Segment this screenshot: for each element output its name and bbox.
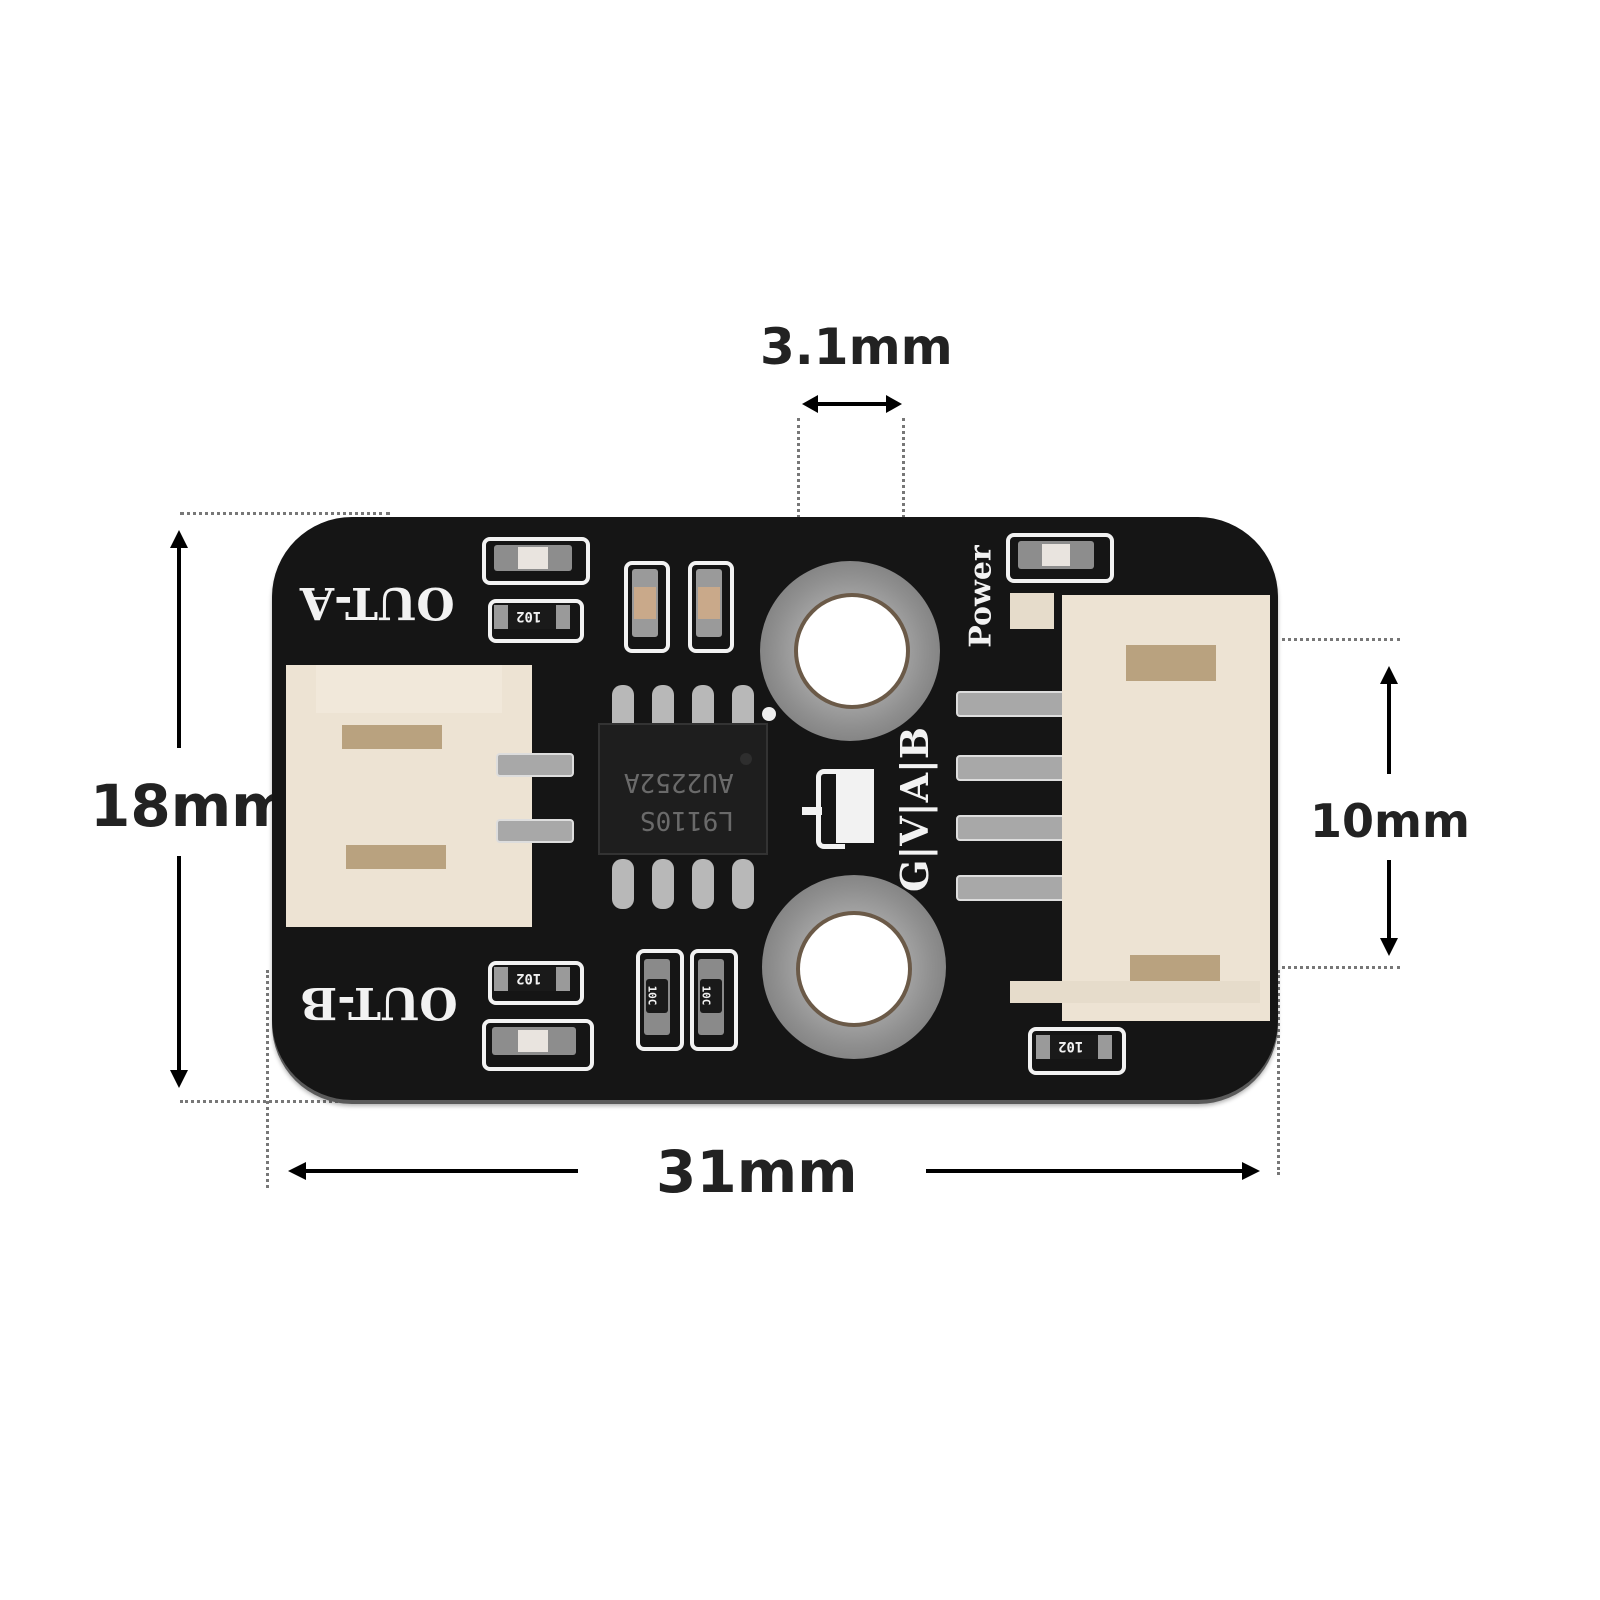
capacitor-bottom-1: 10C: [644, 959, 670, 1035]
connector-pin: [956, 815, 1070, 841]
guide-line: [180, 512, 390, 515]
hole-diameter-label: 3.1mm: [760, 318, 953, 376]
guide-line: [797, 418, 800, 518]
guide-line: [902, 418, 905, 518]
resistor-a-footprint: [488, 599, 584, 643]
connector-pin: [496, 819, 574, 843]
capacitor-bottom-2-footprint: [690, 949, 738, 1051]
power-led: [1018, 541, 1094, 569]
chip-pin: [692, 685, 714, 735]
arrow-up-icon: [1380, 666, 1398, 774]
led-a-footprint: [482, 537, 590, 585]
pin-labels: G|V|A|B: [892, 726, 938, 893]
out-a-connector: [286, 665, 532, 927]
input-connector: [1062, 595, 1270, 1021]
guide-line: [1275, 966, 1400, 969]
capacitor-top-1-footprint: [624, 561, 670, 653]
resistor-power: 102: [1036, 1035, 1112, 1059]
mounting-hole-top: [794, 593, 910, 709]
double-arrow-horizontal-icon: [802, 395, 902, 413]
capacitor-bottom-2: 10C: [698, 959, 724, 1035]
arrow-down-icon: [170, 856, 188, 1088]
capacitor-top-2-footprint: [688, 561, 734, 653]
arrow-right-icon: [926, 1162, 1260, 1180]
led-b-footprint: [482, 1019, 594, 1071]
connector-pin: [956, 755, 1070, 781]
input-connector: [1010, 981, 1260, 1003]
logo-icon: [802, 761, 876, 849]
chip-pin: [612, 859, 634, 909]
connector-pin: [956, 691, 1070, 717]
guide-line: [1277, 970, 1280, 1175]
driver-chip: AU2252A L9110S: [598, 723, 768, 855]
arrow-up-icon: [170, 530, 188, 748]
pcb-board: OUT-A OUT-B 102 AU2252A L9110S: [272, 517, 1278, 1100]
chip-marking-line1: AU2252A: [624, 767, 734, 797]
led-a: [494, 545, 572, 571]
chip-pin: [732, 859, 754, 909]
guide-line: [180, 1100, 385, 1103]
connector-pin: [496, 753, 574, 777]
resistor-a: 102: [494, 605, 570, 629]
resistor-b-footprint: [488, 961, 584, 1005]
width-label: 31mm: [656, 1138, 858, 1206]
height-label: 18mm: [90, 772, 292, 840]
chip-pin: [652, 859, 674, 909]
connector-pin: [956, 875, 1070, 901]
capacitor-top-2: [696, 569, 722, 637]
input-connector: [1010, 593, 1054, 629]
led-b: [492, 1027, 576, 1055]
resistor-power-footprint: [1028, 1027, 1126, 1075]
chip-pin: [732, 685, 754, 735]
hole-spacing-label: 10mm: [1310, 794, 1470, 848]
resistor-b: 102: [494, 967, 570, 991]
pin1-dot: [762, 707, 776, 721]
guide-line: [266, 970, 269, 1188]
chip-pin: [692, 859, 714, 909]
guide-line: [1275, 638, 1400, 641]
power-label: Power: [963, 545, 999, 648]
arrow-left-icon: [288, 1162, 578, 1180]
arrow-down-icon: [1380, 860, 1398, 956]
power-led-footprint: [1006, 533, 1114, 583]
chip-marking-line2: L9110S: [640, 805, 734, 835]
chip-pin: [612, 685, 634, 735]
chip-pin: [652, 685, 674, 735]
mounting-hole-bottom: [796, 911, 912, 1027]
out-a-label: OUT-A: [300, 577, 455, 628]
out-b-label: OUT-B: [300, 977, 458, 1028]
capacitor-bottom-1-footprint: [636, 949, 684, 1051]
capacitor-top-1: [632, 569, 658, 637]
